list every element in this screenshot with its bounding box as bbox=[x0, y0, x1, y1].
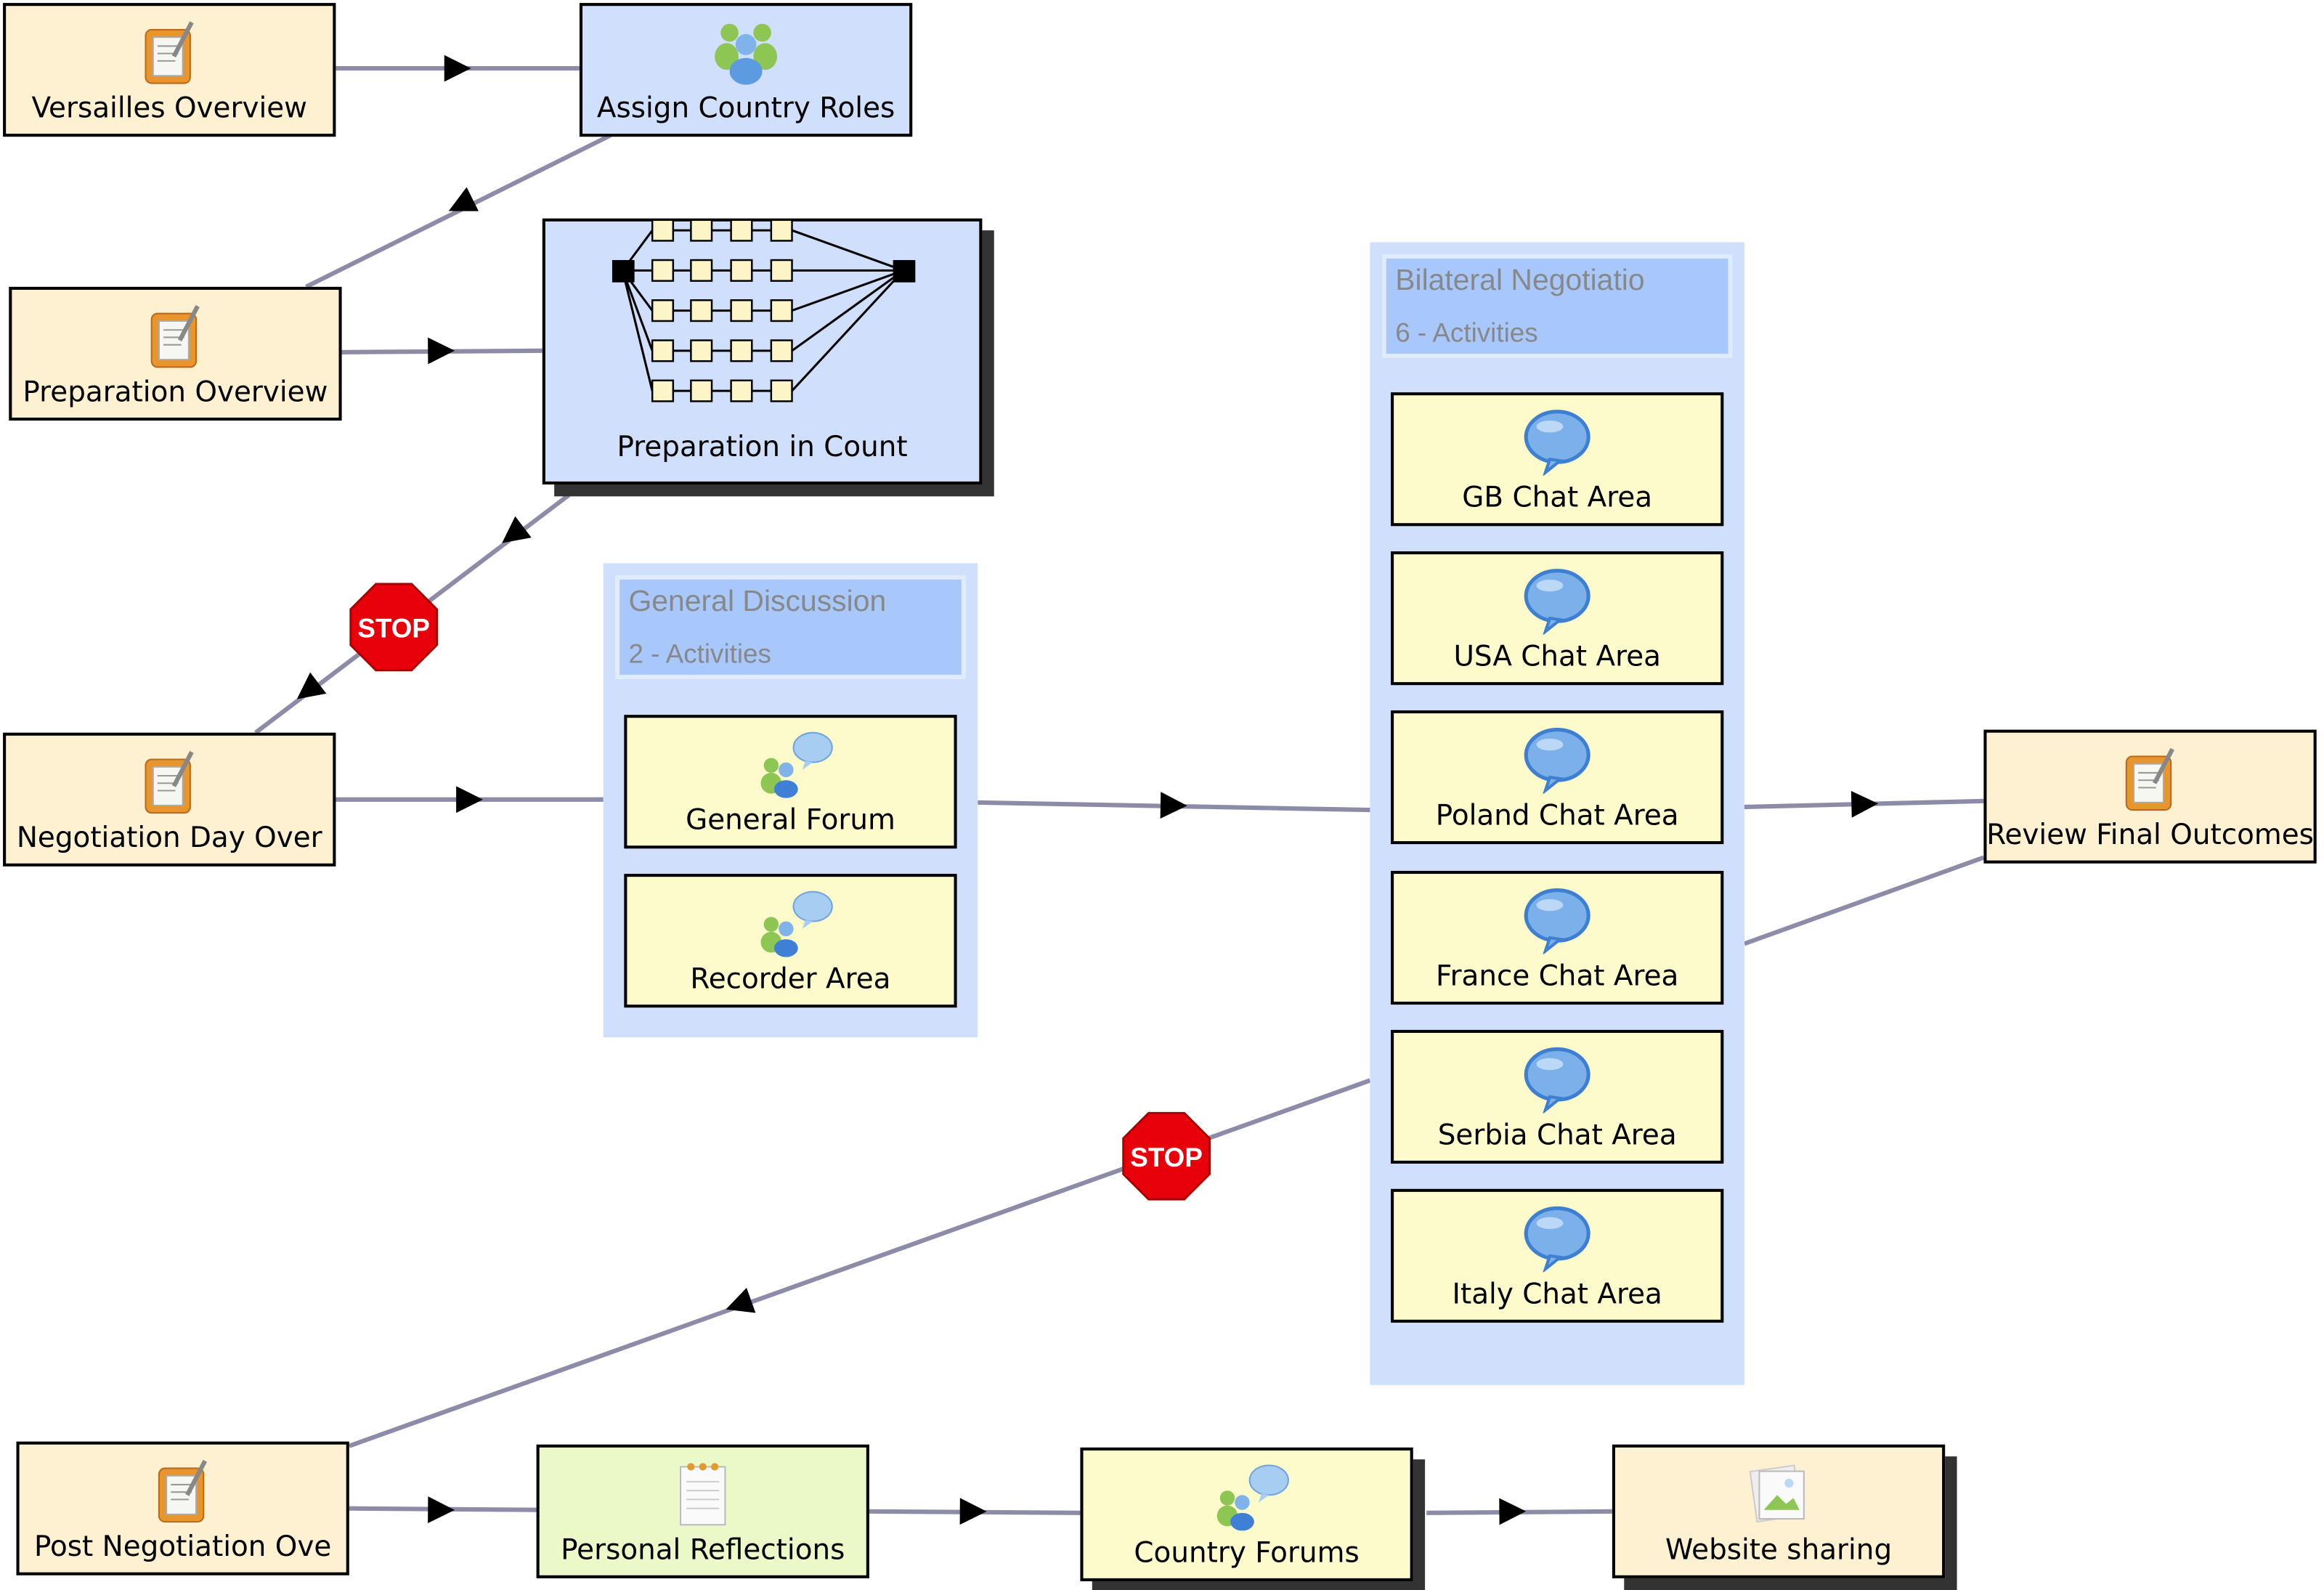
activity-label: USA Chat Area bbox=[1453, 640, 1661, 673]
activity-label: Assign Country Roles bbox=[596, 92, 895, 125]
activity-negotiation-day[interactable]: Negotiation Day Over bbox=[3, 732, 336, 867]
group-activity-count: 6 - Activities bbox=[1395, 317, 1538, 348]
activity-label: Country Forums bbox=[1134, 1536, 1360, 1570]
image-icon bbox=[1744, 1459, 1813, 1528]
arrow-head-icon bbox=[444, 54, 471, 82]
activity-label: Serbia Chat Area bbox=[1437, 1119, 1677, 1152]
chat-bubble-icon bbox=[1523, 1045, 1591, 1115]
activity-label: Post Negotiation Ove bbox=[33, 1530, 332, 1564]
activity-country-forums[interactable]: Country Forums bbox=[1080, 1447, 1413, 1581]
people-icon bbox=[712, 18, 780, 86]
group-header: Bilateral Negotiatio 6 - Activities bbox=[1381, 253, 1733, 359]
arrow-head-icon bbox=[1850, 790, 1879, 818]
chat-bubble-icon bbox=[1523, 725, 1591, 795]
activity-serbia[interactable]: Serbia Chat Area bbox=[1391, 1029, 1724, 1164]
group-title: General Discussion bbox=[628, 585, 887, 619]
activity-recorder[interactable]: Recorder Area bbox=[624, 874, 957, 1008]
stop-label: STOP bbox=[1130, 1143, 1203, 1172]
branching-diagram-icon bbox=[612, 219, 916, 402]
activity-post[interactable]: Post Negotiation Ove bbox=[16, 1441, 349, 1575]
activity-prep-count[interactable]: Preparation in Count bbox=[542, 218, 983, 484]
forum-icon bbox=[1213, 1462, 1289, 1531]
forum-icon bbox=[756, 889, 833, 957]
group-activity-count: 2 - Activities bbox=[628, 638, 771, 669]
activity-label: Website sharing bbox=[1665, 1533, 1893, 1567]
activity-label: General Forum bbox=[686, 803, 895, 837]
activity-label: Preparation Overview bbox=[23, 376, 328, 409]
arrow-head-icon bbox=[1160, 792, 1187, 819]
activity-label: Review Final Outcomes bbox=[1986, 819, 2314, 852]
clipboard-icon bbox=[149, 1456, 217, 1525]
activity-label: Recorder Area bbox=[690, 962, 891, 996]
activity-poland[interactable]: Poland Chat Area bbox=[1391, 710, 1724, 845]
notepad-icon bbox=[669, 1459, 737, 1528]
chat-bubble-icon bbox=[1523, 567, 1591, 636]
activity-assign[interactable]: Assign Country Roles bbox=[579, 3, 913, 137]
activity-label: Versailles Overview bbox=[31, 92, 307, 125]
chat-bubble-icon bbox=[1523, 1204, 1591, 1274]
clipboard-icon bbox=[141, 301, 209, 370]
arrow-head-icon bbox=[448, 187, 479, 211]
activity-label: Negotiation Day Over bbox=[16, 822, 322, 855]
stop-label: STOP bbox=[357, 614, 430, 644]
transition-line[interactable] bbox=[1743, 855, 1985, 946]
group-title: Bilateral Negotiatio bbox=[1395, 264, 1645, 298]
group-header: General Discussion 2 - Activities bbox=[615, 575, 966, 680]
activity-review[interactable]: Review Final Outcomes bbox=[1983, 729, 2317, 864]
arrow-head-icon bbox=[1499, 1498, 1527, 1525]
activity-prep-overview[interactable]: Preparation Overview bbox=[9, 286, 342, 421]
chat-bubble-icon bbox=[1523, 407, 1591, 477]
activity-italy[interactable]: Italy Chat Area bbox=[1391, 1188, 1724, 1323]
stop-gate-icon[interactable]: STOP bbox=[349, 583, 439, 672]
arrow-head-icon bbox=[456, 786, 483, 814]
arrow-head-icon bbox=[296, 672, 327, 699]
activity-label: France Chat Area bbox=[1436, 960, 1679, 993]
activity-usa[interactable]: USA Chat Area bbox=[1391, 551, 1724, 686]
arrow-head-icon bbox=[428, 337, 455, 365]
activity-reflections[interactable]: Personal Reflections bbox=[536, 1444, 869, 1578]
clipboard-icon bbox=[2116, 745, 2185, 813]
activity-website[interactable]: Website sharing bbox=[1612, 1444, 1946, 1578]
activity-versailles[interactable]: Versailles Overview bbox=[3, 3, 336, 137]
stop-gate-icon[interactable]: STOP bbox=[1122, 1111, 1211, 1201]
activity-label: Personal Reflections bbox=[561, 1533, 845, 1567]
arrow-head-icon bbox=[726, 1287, 756, 1313]
activity-general-forum[interactable]: General Forum bbox=[624, 715, 957, 849]
activity-label: Preparation in Count bbox=[617, 431, 908, 464]
chat-bubble-icon bbox=[1523, 885, 1591, 956]
clipboard-icon bbox=[135, 18, 203, 86]
transition-line[interactable] bbox=[348, 1078, 1371, 1448]
arrow-head-icon bbox=[502, 516, 532, 543]
activity-france[interactable]: France Chat Area bbox=[1391, 870, 1724, 1005]
arrow-head-icon bbox=[428, 1496, 455, 1524]
activity-gb[interactable]: GB Chat Area bbox=[1391, 392, 1724, 527]
clipboard-icon bbox=[135, 747, 203, 816]
forum-icon bbox=[756, 730, 833, 798]
activity-label: Italy Chat Area bbox=[1452, 1278, 1662, 1311]
arrow-head-icon bbox=[959, 1498, 987, 1525]
activity-label: Poland Chat Area bbox=[1435, 799, 1679, 832]
activity-label: GB Chat Area bbox=[1462, 481, 1653, 514]
